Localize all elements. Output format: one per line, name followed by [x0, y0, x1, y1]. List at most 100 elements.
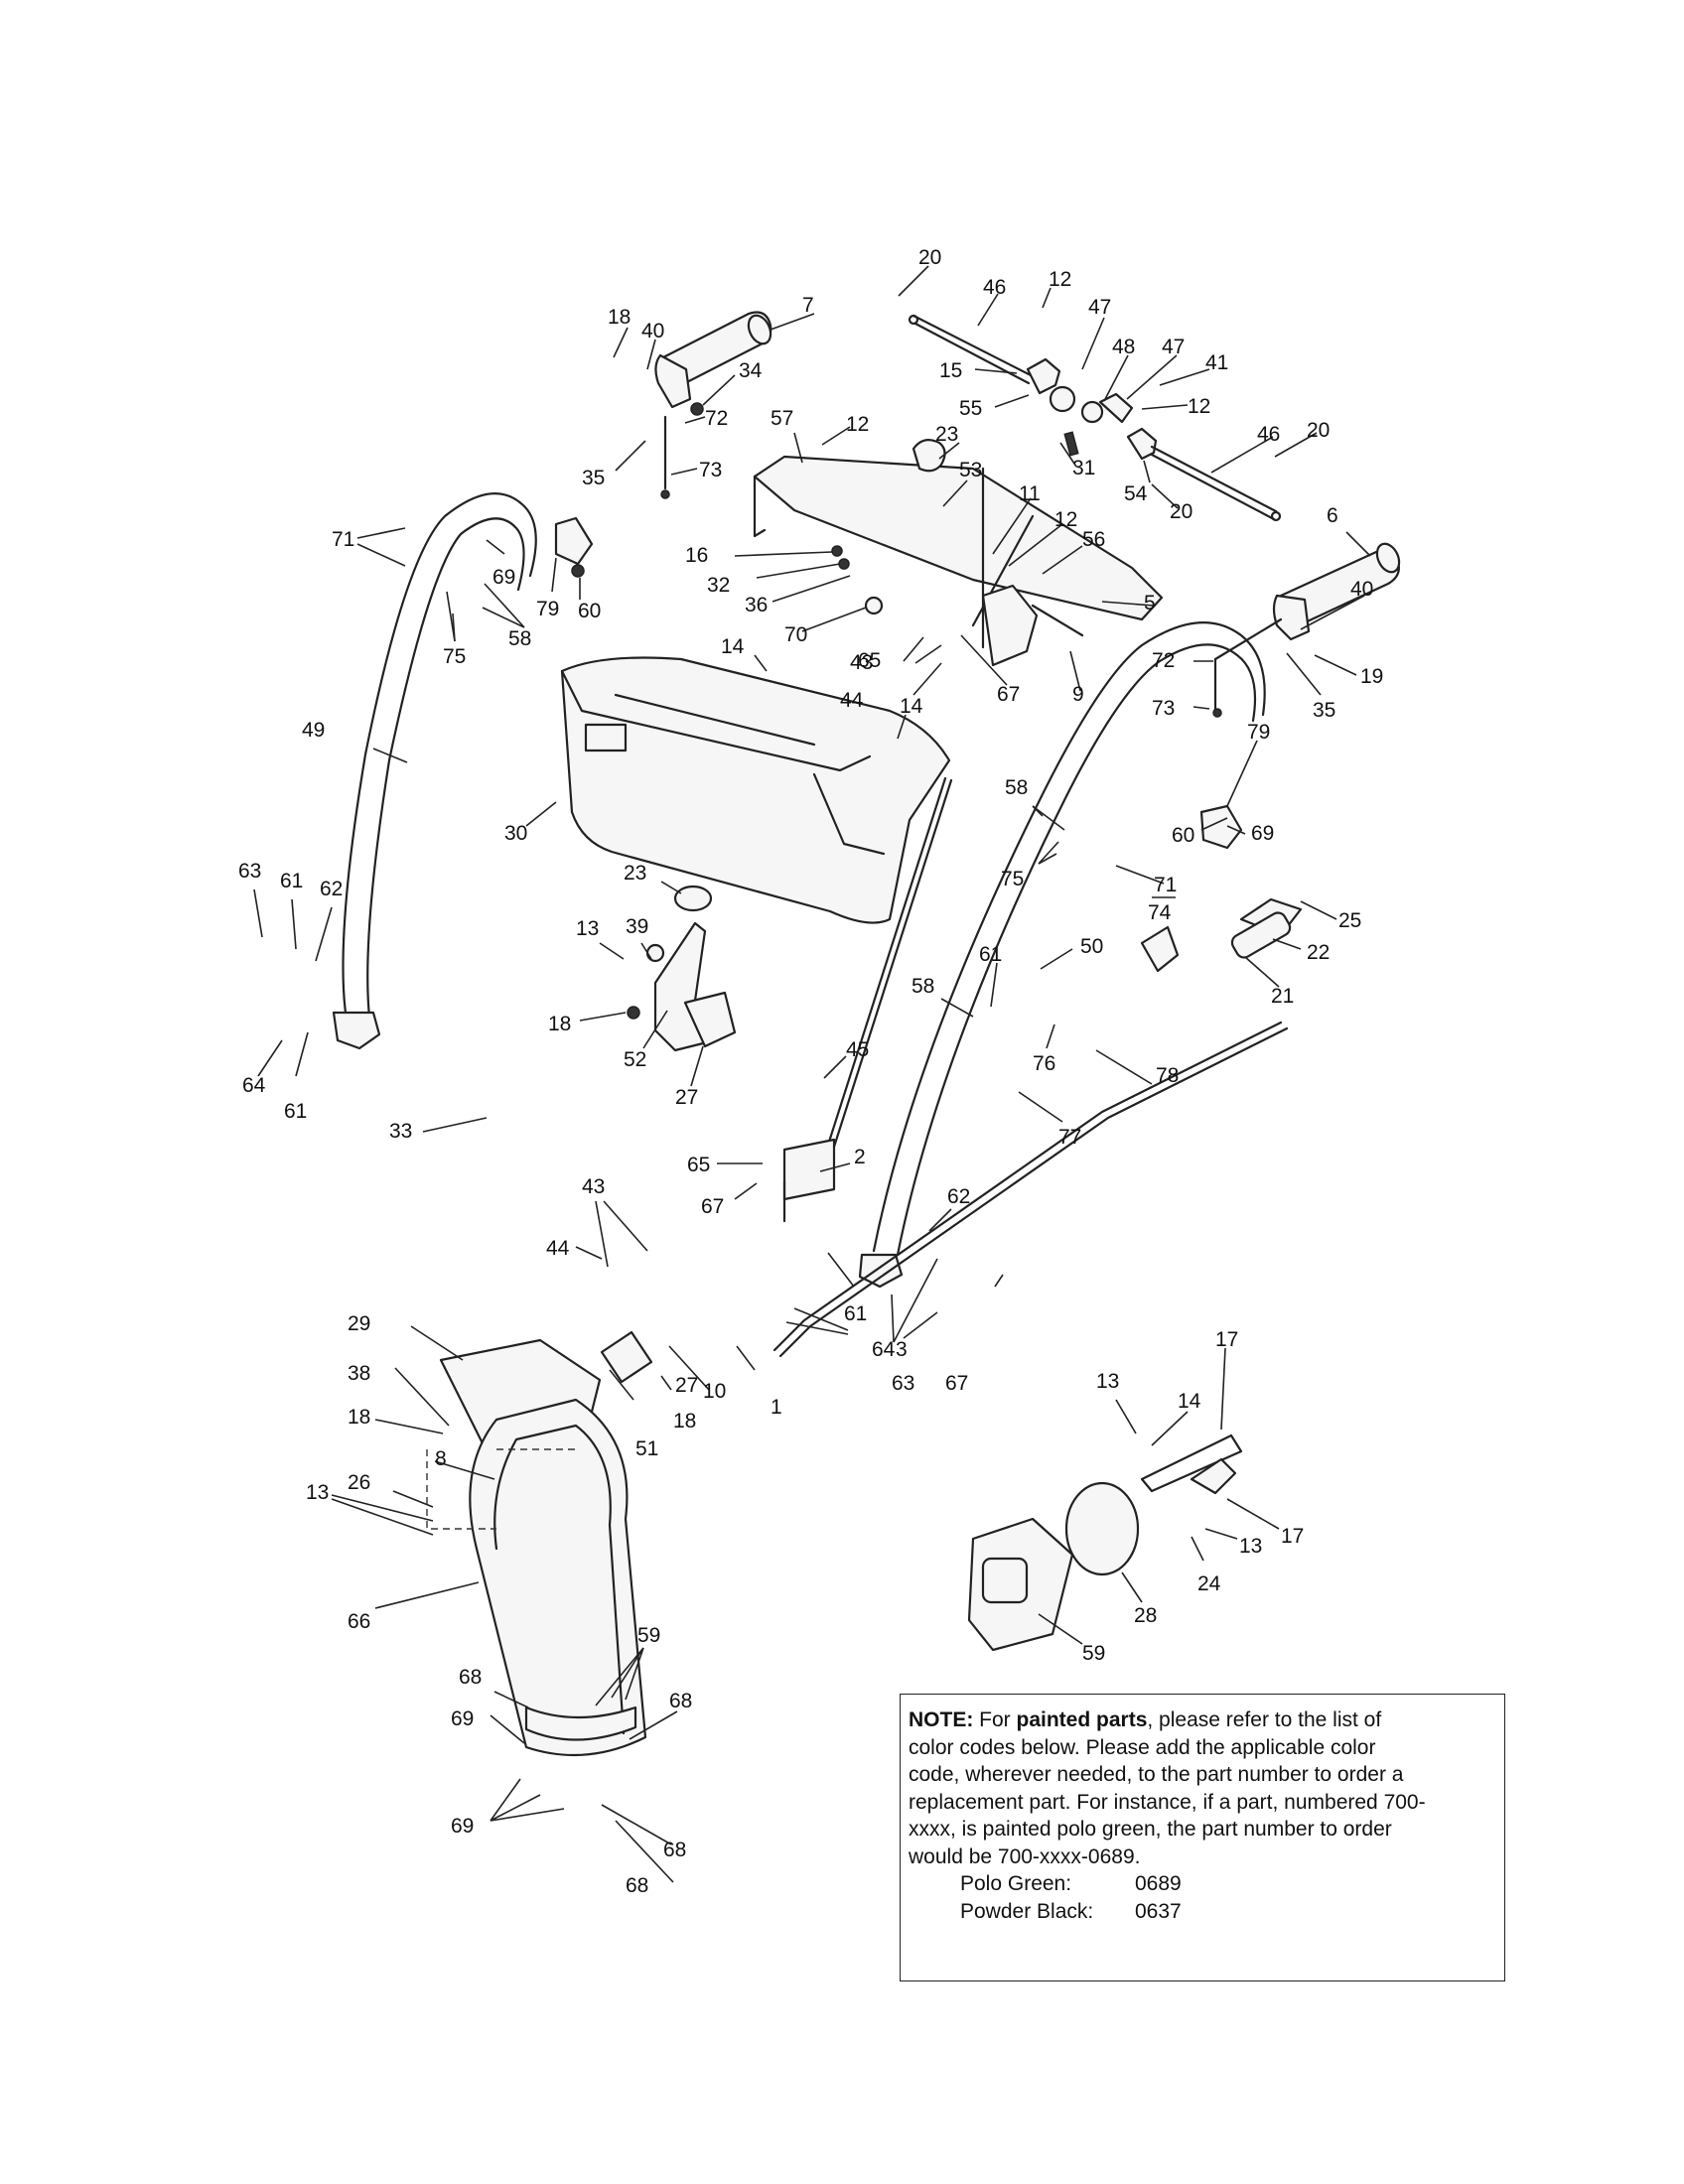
callout: 28 [1134, 1604, 1157, 1627]
callout: 23 [624, 862, 646, 885]
callout: 61 [284, 1100, 307, 1123]
callout: 61 [280, 870, 303, 892]
callout: 73 [699, 459, 722, 481]
callout: 55 [959, 397, 982, 420]
callout: 48 [1112, 336, 1135, 358]
callout: 58 [912, 975, 934, 998]
callout: 3 [896, 1338, 908, 1361]
callout: 51 [635, 1437, 658, 1460]
callout: 52 [624, 1048, 646, 1071]
shroud-30 [560, 656, 951, 924]
callout: 66 [348, 1610, 370, 1633]
color-code: 0689 [1135, 1872, 1182, 1895]
callout: 53 [959, 459, 982, 481]
callout: 39 [626, 915, 648, 938]
callout: 47 [1088, 296, 1111, 319]
color-code: 0637 [1135, 1899, 1182, 1923]
right-handle-50 [858, 621, 1266, 1289]
callout: 12 [846, 413, 869, 436]
callout: 13 [306, 1481, 329, 1504]
callout: 12 [1049, 268, 1071, 291]
callout: 35 [1313, 699, 1335, 722]
callout: 71 [332, 528, 354, 551]
callout: 59 [637, 1624, 660, 1647]
callout: 2 [854, 1146, 866, 1168]
callout: 63 [238, 860, 261, 883]
callout: 78 [1156, 1064, 1179, 1087]
callout: 40 [1350, 578, 1373, 601]
callout: 29 [348, 1312, 370, 1335]
callout: 46 [1257, 423, 1280, 446]
note-emphasis: painted parts [1016, 1708, 1148, 1731]
callout: 34 [739, 359, 763, 382]
handle-7-assembly [654, 311, 772, 499]
callout: 38 [348, 1362, 370, 1385]
callout: 68 [669, 1690, 692, 1712]
callout: 72 [1152, 649, 1175, 672]
callout: 54 [1124, 482, 1148, 505]
note-pre: For [979, 1708, 1011, 1731]
callout: 45 [846, 1038, 869, 1061]
callout: 62 [947, 1185, 970, 1208]
callout: 64 [242, 1074, 266, 1097]
callout: 21 [1271, 985, 1294, 1008]
callout: 22 [1307, 941, 1330, 964]
callout: 33 [389, 1120, 412, 1143]
callout: 43 [850, 651, 873, 674]
callout: 75 [443, 645, 466, 668]
callout: 15 [939, 359, 962, 382]
callout: 56 [1082, 528, 1105, 551]
callout: 49 [302, 719, 325, 742]
callout: 5 [1144, 592, 1156, 614]
callout: 63 [892, 1372, 914, 1395]
callout: 47 [1162, 336, 1185, 358]
callout: 16 [685, 544, 708, 567]
callout: 77 [1058, 1126, 1081, 1149]
color-code-row: Polo Green: 0689 [909, 1870, 1496, 1898]
callout: 7 [802, 294, 814, 317]
callout: 64 [872, 1338, 896, 1361]
callout: 18 [348, 1406, 370, 1429]
callout: 31 [1072, 457, 1095, 479]
chute-assembly [426, 1330, 653, 1757]
color-name: Powder Black: [960, 1899, 1094, 1923]
note-line-6: would be 700-xxxx-0689. [909, 1844, 1141, 1868]
callout: 43 [582, 1175, 605, 1198]
callout: 18 [673, 1410, 696, 1433]
callout: 73 [1152, 697, 1175, 720]
callout: 65 [687, 1154, 710, 1176]
callout: 67 [997, 683, 1020, 706]
callout: 67 [701, 1195, 724, 1218]
note-lead: NOTE: [909, 1708, 974, 1731]
callout: 14 [900, 695, 923, 718]
callout: 79 [536, 598, 559, 620]
callout: 26 [348, 1471, 370, 1494]
callout: 46 [983, 276, 1006, 299]
callout: 62 [320, 878, 343, 900]
callout: 9 [1072, 683, 1084, 706]
note-line-2: color codes below. Please add the applic… [909, 1735, 1376, 1759]
callout: 67 [945, 1372, 968, 1395]
note-line-5: xxxx, is painted polo green, the part nu… [909, 1818, 1392, 1841]
callout: 68 [459, 1666, 482, 1689]
callout: 57 [771, 407, 793, 430]
callout: 27 [675, 1374, 698, 1397]
callout: 20 [1170, 500, 1193, 523]
leader-lines [253, 265, 1371, 1883]
chute-crank-assembly [908, 314, 1282, 522]
note-line-1: NOTE: For painted parts, please refer to… [909, 1706, 1496, 1734]
callout: 6 [1327, 504, 1338, 527]
callout: 10 [703, 1380, 726, 1403]
callout: 58 [1005, 776, 1028, 799]
callout: 17 [1215, 1328, 1238, 1351]
callout: 44 [546, 1237, 570, 1260]
left-handle-49 [332, 492, 594, 1050]
color-name: Polo Green: [960, 1872, 1072, 1895]
callout: 68 [663, 1839, 686, 1861]
callout: 60 [578, 600, 601, 622]
callout: 12 [1054, 508, 1077, 531]
note-line-1-rest: , please refer to the list of [1147, 1708, 1382, 1731]
callout: 40 [641, 320, 664, 342]
note-line-4: replacement part. For instance, if a par… [909, 1790, 1426, 1814]
